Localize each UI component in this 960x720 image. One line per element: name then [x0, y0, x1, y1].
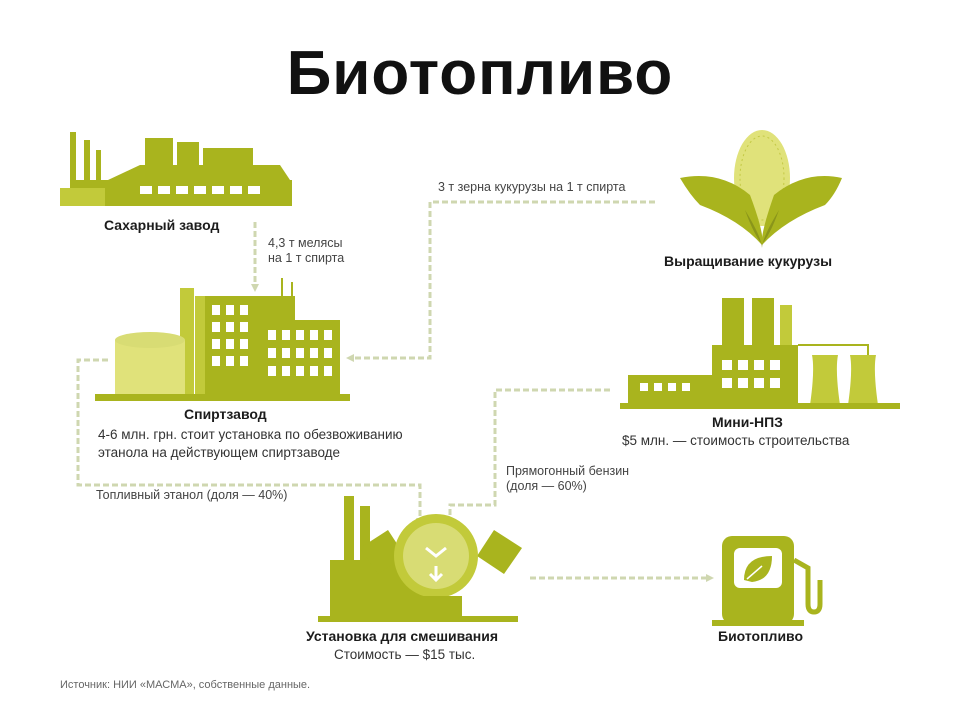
distillery-desc-2: этанола на действующем спиртзаводе	[98, 445, 341, 460]
refinery-icon	[620, 298, 900, 409]
corn-icon	[680, 130, 842, 248]
distillery-desc-1: 4-6 млн. грн. стоит установка по обезвож…	[98, 427, 403, 442]
distillery-icon	[95, 278, 350, 401]
sugar-plant-label: Сахарный завод	[104, 217, 220, 233]
refinery-label: Мини-НПЗ	[712, 414, 783, 430]
flow-gasoline-arrow	[446, 388, 610, 526]
source-note: Источник: НИИ «МАСМА», собственные данны…	[60, 679, 311, 691]
fuel-pump-icon	[712, 536, 823, 626]
flow-ethanol-arrow	[76, 358, 424, 526]
corn-label: Выращивание кукурузы	[664, 253, 833, 269]
page-title: Биотопливо	[286, 39, 674, 108]
mixer-label: Установка для смешивания	[306, 628, 499, 644]
refinery-desc: $5 млн. — стоимость строительства	[622, 433, 850, 448]
mixing-unit-icon	[318, 496, 522, 622]
gasoline-flow-label-2: (доля — 60%)	[506, 479, 587, 493]
flow-corn-arrow	[346, 200, 655, 362]
biofuel-label: Биотопливо	[718, 628, 804, 644]
gasoline-flow-label-1: Прямогонный бензин	[506, 464, 630, 478]
molasses-flow-label-2: на 1 т спирта	[268, 251, 345, 265]
sugar-plant-icon	[60, 132, 292, 206]
distillery-label: Спиртзавод	[184, 406, 267, 422]
mixer-desc: Стоимость — $15 тыс.	[334, 647, 476, 662]
ethanol-flow-label: Топливный этанол (доля — 40%)	[96, 488, 288, 502]
corn-grain-flow-label: 3 т зерна кукурузы на 1 т спирта	[438, 180, 626, 194]
molasses-flow-label-1: 4,3 т мелясы	[268, 236, 343, 250]
